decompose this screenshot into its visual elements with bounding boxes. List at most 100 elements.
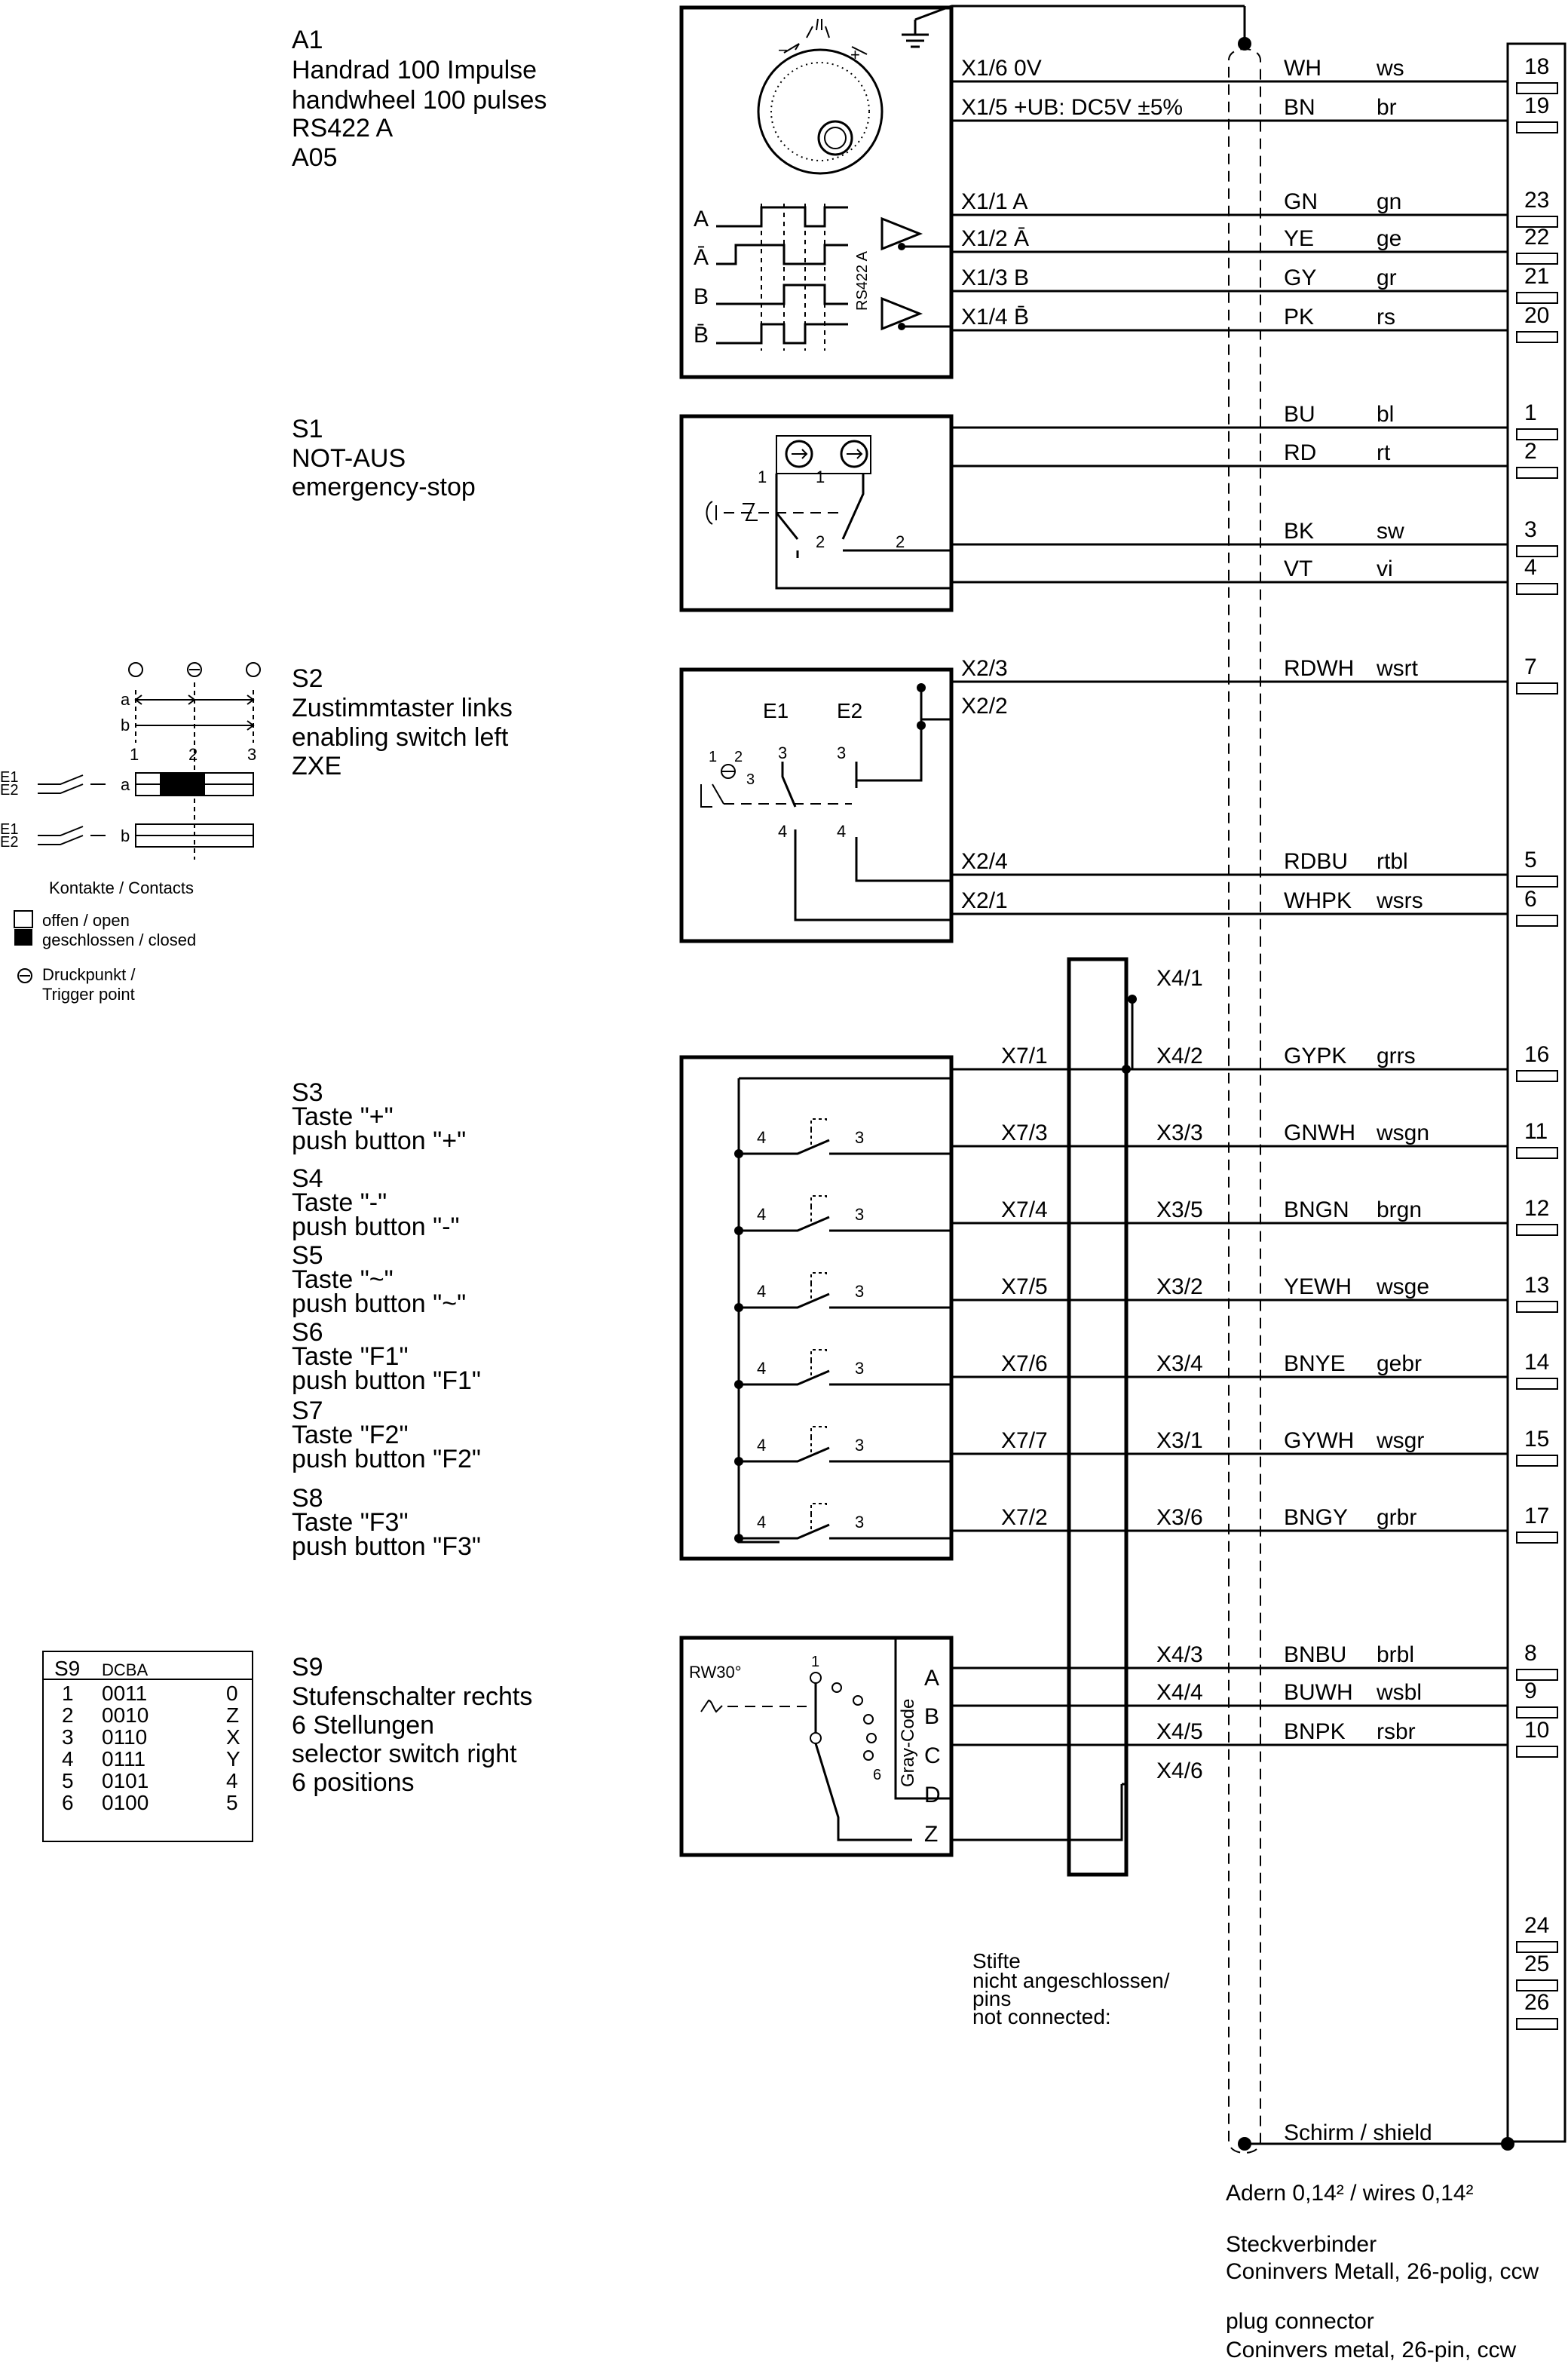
terminal-pin: 11 bbox=[1516, 1119, 1558, 1159]
wire-color: wsgr bbox=[1376, 1428, 1424, 1453]
svg-text:S3: S3 bbox=[292, 1078, 323, 1107]
svg-text:E1: E1 bbox=[0, 769, 18, 786]
svg-text:4: 4 bbox=[757, 1282, 766, 1301]
svg-text:3: 3 bbox=[855, 1205, 864, 1224]
svg-text:2: 2 bbox=[188, 745, 198, 764]
svg-text:not connected:: not connected: bbox=[972, 2005, 1111, 2028]
wire-color: rsbr bbox=[1377, 1719, 1416, 1744]
wire-signal: X7/7 bbox=[1001, 1428, 1048, 1453]
pin-number: 1 bbox=[1524, 400, 1537, 425]
svg-text:4: 4 bbox=[226, 1769, 238, 1792]
terminal-pins: 1819232221201234756161112131415178910242… bbox=[1516, 54, 1558, 2030]
wire-color: ws bbox=[1376, 56, 1404, 81]
s1-emergency-stop: S1 NOT-AUS emergency-stop 1 1 2 2 bbox=[292, 414, 954, 612]
wire-code: RD bbox=[1284, 440, 1316, 465]
terminal-pin: 13 bbox=[1516, 1273, 1558, 1313]
wire-color: gr bbox=[1377, 265, 1397, 290]
svg-text:6: 6 bbox=[62, 1791, 74, 1814]
wire-color: wsgn bbox=[1376, 1121, 1429, 1145]
wire-color: grrs bbox=[1377, 1044, 1416, 1069]
pin-number: 17 bbox=[1524, 1504, 1549, 1528]
wire-code: BUWH bbox=[1284, 1680, 1353, 1705]
s1-contact-line bbox=[775, 474, 951, 590]
terminal-pin: 3 bbox=[1516, 517, 1558, 557]
svg-text:0100: 0100 bbox=[102, 1791, 149, 1814]
wire-color: brgn bbox=[1377, 1197, 1422, 1222]
wire-code: WHPK bbox=[1284, 888, 1352, 913]
svg-text:push button "F3": push button "F3" bbox=[292, 1532, 481, 1561]
wire-signal: X7/6 bbox=[1001, 1351, 1048, 1376]
wire-code: GYWH bbox=[1284, 1428, 1354, 1453]
svg-text:S8: S8 bbox=[292, 1484, 323, 1513]
terminal-pin: 10 bbox=[1516, 1718, 1558, 1758]
wire-color: wsbl bbox=[1376, 1680, 1422, 1705]
wire-code: BK bbox=[1284, 519, 1314, 544]
terminal-pin-unconnected: 24 bbox=[1516, 1913, 1558, 1953]
wire-color: wsge bbox=[1376, 1274, 1429, 1299]
rw-label: RW30° bbox=[689, 1663, 742, 1682]
svg-text:3: 3 bbox=[247, 745, 256, 764]
svg-text:3: 3 bbox=[778, 744, 787, 762]
handwheel-dial-icon bbox=[757, 48, 884, 175]
s1-label-3: emergency-stop bbox=[292, 473, 476, 501]
footer-notes: Adern 0,14² / wires 0,14² Steckverbinder… bbox=[1226, 2181, 1539, 2362]
switch-e1-label: E1 bbox=[763, 699, 789, 722]
svg-text:E2: E2 bbox=[0, 834, 18, 851]
terminal-pin: 23 bbox=[1516, 188, 1558, 228]
rs422-label: RS422 A bbox=[854, 250, 871, 311]
svg-text:−: − bbox=[778, 41, 788, 60]
s9-code-table bbox=[42, 1651, 253, 1842]
svg-text:push button "F2": push button "F2" bbox=[292, 1445, 481, 1473]
svg-text:S6: S6 bbox=[292, 1318, 323, 1347]
s1-box bbox=[679, 414, 954, 612]
wire-signal-2: X3/6 bbox=[1156, 1505, 1203, 1530]
svg-text:Z: Z bbox=[226, 1703, 239, 1727]
svg-text:1: 1 bbox=[758, 468, 767, 486]
pin-number: 4 bbox=[1524, 555, 1537, 580]
wire-code: VT bbox=[1284, 556, 1312, 581]
s2-label-1: S2 bbox=[292, 664, 323, 693]
terminal-pin: 18 bbox=[1516, 54, 1558, 94]
svg-text:push button "~": push button "~" bbox=[292, 1289, 466, 1318]
pin-number: 14 bbox=[1524, 1350, 1549, 1375]
svg-text:3: 3 bbox=[855, 1513, 864, 1531]
svg-text:S4: S4 bbox=[292, 1164, 323, 1193]
svg-text:0111: 0111 bbox=[102, 1747, 145, 1771]
wire-signal: X1/6 0V bbox=[961, 56, 1042, 81]
svg-text:S5: S5 bbox=[292, 1241, 323, 1270]
s9-box bbox=[679, 1636, 954, 1857]
terminal-pin: 21 bbox=[1516, 264, 1558, 304]
pin-number: 11 bbox=[1524, 1119, 1548, 1144]
pin-number: 5 bbox=[1524, 848, 1537, 872]
wire-signal: X4/3 bbox=[1156, 1642, 1203, 1667]
svg-text:Trigger point: Trigger point bbox=[42, 985, 135, 1004]
terminal-pin: 17 bbox=[1516, 1504, 1558, 1544]
shield-label: Schirm / shield bbox=[1284, 2120, 1432, 2145]
s9-label-1: S9 bbox=[292, 1653, 323, 1682]
svg-text:push button "F1": push button "F1" bbox=[292, 1366, 481, 1395]
pin-number: 9 bbox=[1524, 1679, 1537, 1703]
wire-color: ge bbox=[1377, 226, 1401, 251]
pin-number: 2 bbox=[1524, 439, 1537, 464]
svg-text:b: b bbox=[121, 716, 130, 734]
terminal-pin: 8 bbox=[1516, 1641, 1558, 1681]
pin-number: 10 bbox=[1524, 1718, 1549, 1743]
svg-text:2: 2 bbox=[816, 532, 825, 551]
wire-code: BNBU bbox=[1284, 1642, 1346, 1667]
footer-connector-de: Steckverbinder bbox=[1226, 2232, 1377, 2257]
svg-text:nicht angeschlossen/: nicht angeschlossen/ bbox=[972, 1969, 1170, 1992]
svg-text:1: 1 bbox=[811, 1654, 819, 1670]
svg-text:2: 2 bbox=[734, 749, 743, 765]
wire-code: GYPK bbox=[1284, 1044, 1346, 1069]
